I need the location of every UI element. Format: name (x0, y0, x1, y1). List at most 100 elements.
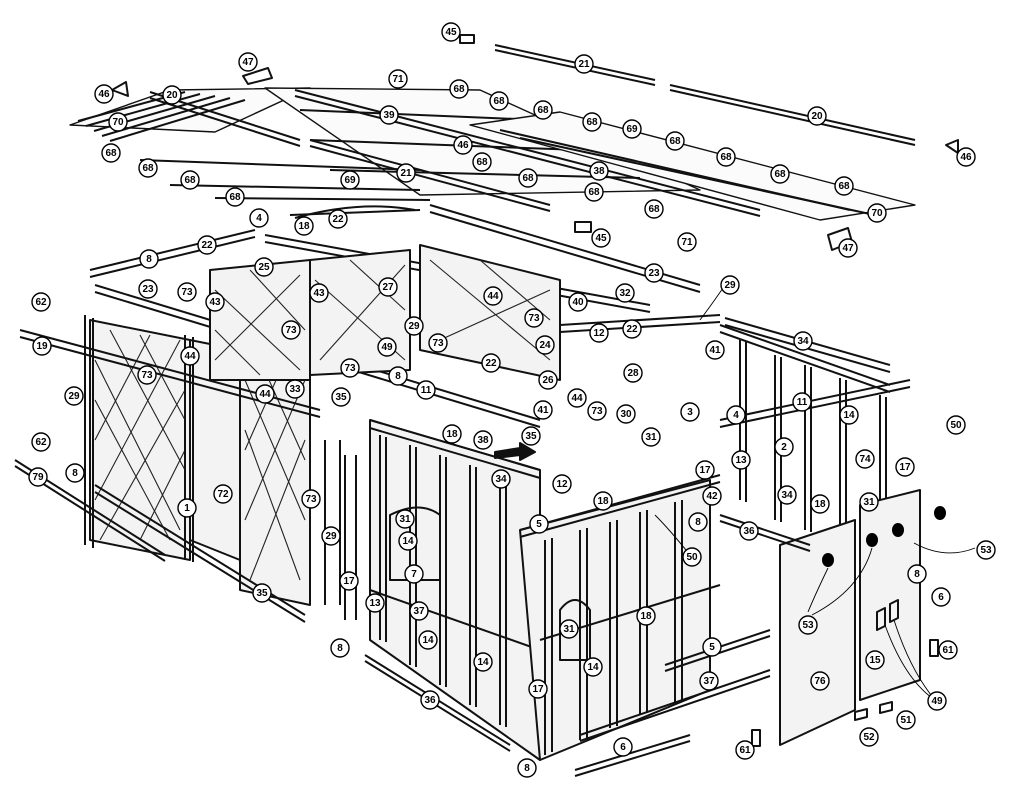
callout-73: 73 (524, 308, 544, 328)
rail-37-bottom (579, 669, 771, 736)
callout-61: 61 (735, 740, 755, 760)
callout-73: 73 (137, 365, 157, 385)
callout-label: 68 (453, 84, 465, 95)
callout-circle (137, 365, 157, 385)
callout-label: 14 (422, 635, 434, 646)
callout-circle (591, 228, 611, 248)
callout-label: 8 (337, 643, 343, 654)
callout-23: 23 (644, 263, 664, 283)
callout-circle (834, 176, 854, 196)
callout-62: 62 (31, 292, 51, 312)
callout-68: 68 (518, 168, 538, 188)
callout-label: 8 (914, 569, 920, 580)
right-center-wall (519, 474, 721, 761)
callout-label: 73 (141, 370, 153, 381)
callout-circle (584, 182, 604, 202)
callout-6: 6 (613, 737, 633, 757)
callout-circle (294, 216, 314, 236)
callout-circle (378, 277, 398, 297)
callout-circle (774, 437, 794, 457)
callout-label: 28 (627, 368, 639, 379)
callout-circle (254, 257, 274, 277)
callout-39: 39 (379, 105, 399, 125)
callout-circle (449, 79, 469, 99)
callout-label: 79 (32, 472, 44, 483)
callout-46: 46 (94, 84, 114, 104)
callout-circle (388, 69, 408, 89)
callout-41: 41 (533, 400, 553, 420)
callout-61: 61 (938, 640, 958, 660)
callout-circle (613, 737, 633, 757)
callout-circle (340, 358, 360, 378)
callout-circle (473, 430, 493, 450)
callout-label: 29 (68, 391, 80, 402)
callout-68: 68 (665, 131, 685, 151)
callout-circle (339, 571, 359, 591)
callout-circle (481, 353, 501, 373)
bracket-51 (879, 701, 893, 714)
callout-29: 29 (321, 526, 341, 546)
callout-73: 73 (281, 320, 301, 340)
callout-3: 3 (680, 402, 700, 422)
callout-circle (255, 384, 275, 404)
callout-4: 4 (726, 405, 746, 425)
callout-circle (330, 638, 350, 658)
callout-circle (956, 147, 976, 167)
callout-label: 31 (863, 497, 875, 508)
callout-label: 51 (900, 715, 912, 726)
callout-circle (587, 401, 607, 421)
callout-label: 68 (838, 181, 850, 192)
callout-label: 68 (720, 152, 732, 163)
callout-20: 20 (162, 85, 182, 105)
callout-circle (895, 457, 915, 477)
callout-label: 38 (593, 166, 605, 177)
callout-circle (301, 489, 321, 509)
callout-circle (644, 263, 664, 283)
callout-label: 47 (842, 243, 854, 254)
callout-13: 13 (731, 450, 751, 470)
callout-circle (180, 170, 200, 190)
left-lattice-wall (19, 315, 321, 606)
callout-circle (859, 492, 879, 512)
callout-76: 76 (810, 671, 830, 691)
callout-label: 21 (578, 59, 590, 70)
callout-circle (665, 131, 685, 151)
callout-73: 73 (587, 401, 607, 421)
arch-opening-right (559, 599, 591, 661)
callout-label: 14 (843, 410, 855, 421)
callout-circle (720, 275, 740, 295)
callout-label: 68 (493, 96, 505, 107)
callout-label: 38 (477, 435, 489, 446)
callout-label: 19 (36, 341, 48, 352)
callout-44: 44 (567, 388, 587, 408)
callout-label: 36 (743, 526, 755, 537)
callout-71: 71 (388, 69, 408, 89)
callout-23: 23 (138, 279, 158, 299)
callout-circle (398, 531, 418, 551)
callout-34: 34 (793, 331, 813, 351)
callout-label: 73 (591, 406, 603, 417)
callout-34: 34 (777, 485, 797, 505)
callout-circle (379, 105, 399, 125)
callout-8: 8 (688, 512, 708, 532)
callout-label: 30 (620, 409, 632, 420)
callout-11: 11 (792, 392, 812, 412)
callout-label: 17 (699, 465, 711, 476)
callout-circle (177, 282, 197, 302)
callout-label: 14 (477, 657, 489, 668)
callout-8: 8 (517, 758, 537, 778)
callout-18: 18 (593, 491, 613, 511)
callout-label: 71 (681, 237, 693, 248)
callout-circle (807, 106, 827, 126)
callout-22: 22 (197, 235, 217, 255)
callout-38: 38 (589, 161, 609, 181)
callout-circle (931, 587, 951, 607)
callout-label: 73 (528, 313, 540, 324)
callout-circle (810, 494, 830, 514)
callout-circle (623, 363, 643, 383)
callout-circle (409, 601, 429, 621)
callout-17: 17 (695, 460, 715, 480)
callout-25: 25 (254, 257, 274, 277)
callout-label: 17 (343, 576, 355, 587)
